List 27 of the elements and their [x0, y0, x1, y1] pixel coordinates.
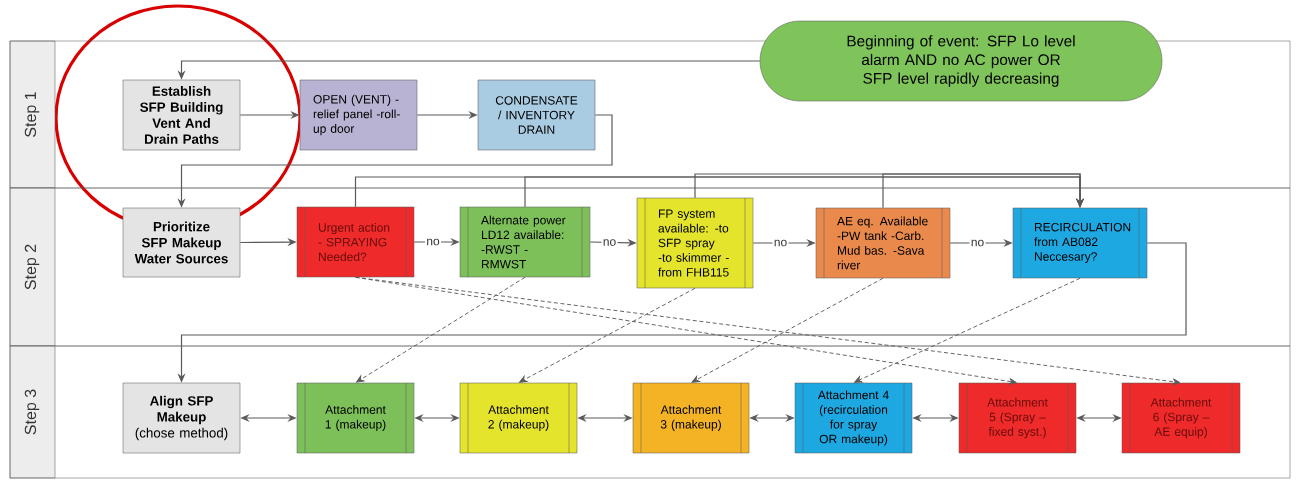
decision-box: FP system available: -to SFP spray -to skimmer -from FHB115	[636, 197, 754, 289]
decision-box: Alternate power LD12 available: -RWST -RMWST	[459, 206, 591, 278]
process-box: CONDENSATE / INVENTORY DRAIN	[477, 79, 596, 151]
attachment-box: Attachment 4 (recirculation for spray OR makeup)	[794, 382, 913, 454]
attachment-box: Attachment 2 (makeup)	[459, 382, 578, 454]
attachment-box: Attachment 6 (Spray – AE equip)	[1121, 382, 1241, 454]
dashed-arrow	[691, 277, 884, 383]
edge-label: no	[601, 237, 618, 248]
step-box: Align SFP Makeup (chose method)	[122, 382, 241, 454]
edge-label: no	[772, 238, 789, 248]
edge-label: no	[425, 237, 441, 247]
decision-box: RECIRCULATION from AB082 Neccesary?	[1012, 207, 1148, 279]
step-box: Establish SFP Building Vent And Drain Paths	[122, 79, 241, 151]
attachment-box: Attachment 5 (Spray – fixed syst.)	[958, 382, 1077, 454]
decision-box: AE eq. Available -PW tank -Carb. Mud bas. -Sava river	[815, 207, 951, 279]
edge-label: no	[969, 238, 986, 248]
step-box: Prioritize SFP Makeup Water Sources	[122, 207, 241, 278]
attachment-box: Attachment 3 (makeup)	[632, 382, 750, 454]
process-box: OPEN (VENT) - relief panel -roll-up door	[299, 79, 418, 151]
dashed-arrow	[519, 287, 696, 383]
arrow	[882, 173, 1085, 209]
dashed-arrow	[854, 277, 1081, 383]
attachment-box: Attachment 1 (makeup)	[296, 382, 415, 454]
dashed-arrow	[356, 276, 526, 383]
decision-box: Urgent action - SPRAYING Needed?	[296, 206, 415, 278]
dashed-arrow	[355, 276, 1181, 386]
start-terminator: Beginning of event: SFP Lo level alarm AND no AC power OR SFP level rapidly decreasing	[759, 20, 1163, 102]
